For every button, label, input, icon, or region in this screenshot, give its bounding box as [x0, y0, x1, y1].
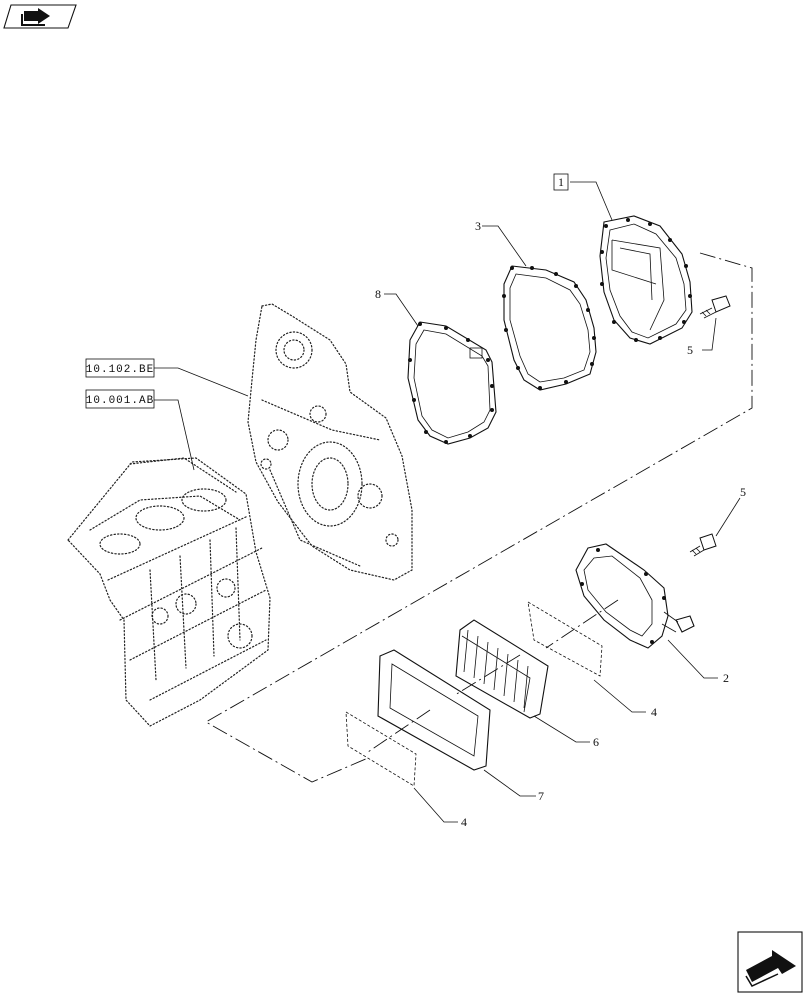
part-1-cover	[599, 215, 693, 345]
callout-8[interactable]: 8	[375, 287, 381, 301]
part-6-filter-element	[455, 619, 549, 719]
reference-label-upper: 10.102.BE	[86, 364, 154, 376]
reference-box-upper[interactable]: 10.102.BE	[85, 358, 155, 378]
engine-block	[67, 457, 271, 727]
callout-5-lower[interactable]: 5	[740, 485, 746, 499]
callout-label-1: 1	[558, 175, 564, 189]
reference-box-lower[interactable]: 10.001.AB	[85, 389, 155, 409]
callout-4-upper[interactable]: 4	[651, 705, 657, 719]
part-5-bolt-upper	[699, 295, 731, 319]
part-8-gasket	[407, 321, 497, 445]
part-3-gasket	[502, 265, 597, 391]
front-cover	[247, 303, 413, 581]
part-4-filter-sheet-upper	[527, 601, 603, 677]
callout-2[interactable]: 2	[723, 671, 729, 685]
callout-1[interactable]: 1	[553, 173, 569, 191]
callout-4-lower[interactable]: 4	[461, 815, 467, 829]
callout-6[interactable]: 6	[593, 735, 599, 749]
back-arrow-icon[interactable]	[3, 4, 77, 29]
next-page-arrow-icon[interactable]	[737, 931, 803, 993]
reference-label-lower: 10.001.AB	[86, 395, 154, 407]
part-5-bolt-lower	[689, 533, 717, 557]
part-2-housing-cover	[575, 543, 695, 649]
callout-5-upper[interactable]: 5	[687, 343, 693, 357]
leader-lines	[154, 181, 741, 823]
assembly-centerline	[205, 252, 753, 783]
part-7-frame-gasket	[377, 649, 491, 771]
part-4-filter-sheet-lower	[345, 711, 417, 787]
callout-3[interactable]: 3	[475, 219, 481, 233]
callout-7[interactable]: 7	[538, 789, 544, 803]
